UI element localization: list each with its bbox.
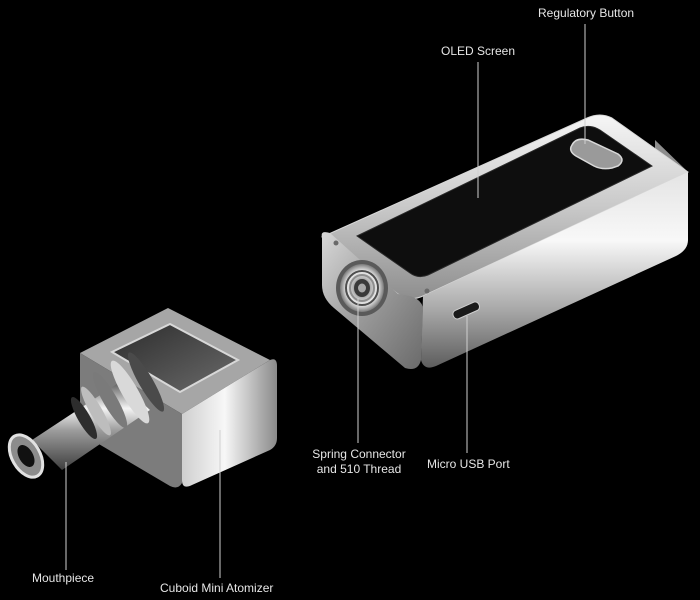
- label-spring-connector-line2: and 510 Thread: [316, 462, 402, 476]
- mouthpiece-drip-tip: [7, 352, 165, 479]
- regulatory-button[interactable]: [569, 138, 623, 170]
- atomizer-glass-window: [109, 322, 241, 394]
- label-spring-connector-line1: Spring Connector: [312, 447, 406, 461]
- label-micro-usb-port: Micro USB Port: [427, 457, 510, 471]
- label-cuboid-mini-atomizer: Cuboid Mini Atomizer: [160, 581, 274, 595]
- micro-usb-port[interactable]: [452, 301, 481, 321]
- atomizer-front-face: [182, 359, 277, 487]
- spring-connector: [336, 260, 388, 316]
- box-mod: [321, 114, 689, 369]
- box-mod-side-face: [421, 172, 688, 368]
- screw: [333, 240, 339, 246]
- cuboid-mini-atomizer: [7, 308, 277, 488]
- label-regulatory-button: Regulatory Button: [538, 6, 635, 20]
- screw: [424, 288, 430, 294]
- leader-lines: [65, 24, 586, 578]
- label-oled-screen: OLED Screen: [441, 44, 516, 58]
- label-spring-connector: Spring Connector and 510 Thread: [308, 447, 410, 477]
- label-mouthpiece: Mouthpiece: [32, 571, 95, 585]
